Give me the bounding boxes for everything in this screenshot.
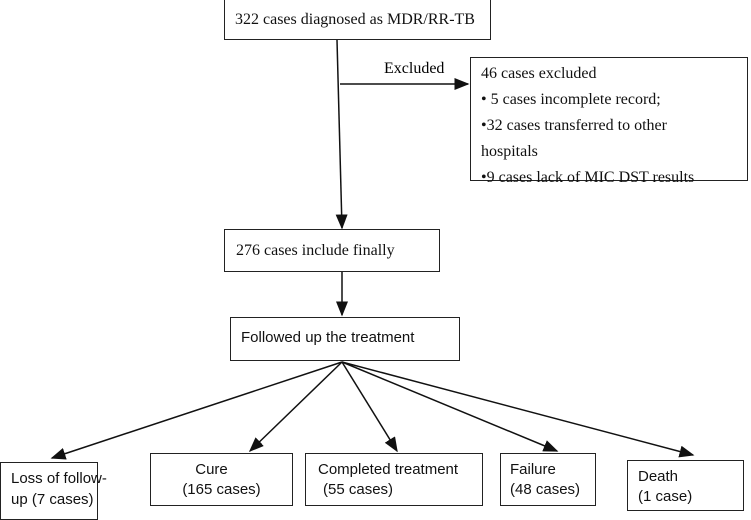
outcome-count: (1 case): [638, 488, 693, 505]
arrow-to-cure: [248, 361, 343, 453]
excluded-title: 46 cases excluded: [481, 65, 597, 82]
outcome-cure: Cure (165 cases): [150, 453, 293, 506]
excluded-label: Excluded: [384, 60, 445, 77]
arrow-to-loss: [50, 361, 343, 460]
excluded-item: •9 cases lack of MIC DST results: [481, 169, 695, 186]
included-box: 276 cases include finally: [224, 229, 440, 272]
outcome-count: (48 cases): [510, 481, 581, 498]
outcome-label: Loss of follow-: [11, 470, 107, 487]
excluded-item: hospitals: [481, 143, 538, 160]
outcome-count: (55 cases): [323, 481, 394, 498]
followed-box: Followed up the treatment: [230, 317, 460, 361]
outcome-death: Death (1 case): [627, 460, 744, 511]
outcome-failure: Failure (48 cases): [500, 453, 596, 506]
excluded-box: 46 cases excluded • 5 cases incomplete r…: [470, 57, 748, 186]
outcome-completed: Completed treatment (55 cases): [305, 453, 483, 506]
outcome-count: (165 cases): [182, 481, 261, 498]
outcome-label: Death: [638, 468, 679, 485]
arrow-to-completed: [341, 361, 398, 453]
excluded-item: • 5 cases incomplete record;: [481, 91, 661, 108]
arrow-to-included: [335, 39, 348, 230]
outcome-count: up (7 cases): [11, 491, 94, 508]
arrow-to-failure: [341, 361, 559, 452]
diagnosed-box: 322 cases diagnosed as MDR/RR-TB: [224, 0, 491, 40]
outcome-label: Failure: [510, 461, 556, 478]
outcome-loss: Loss of follow- up (7 cases): [0, 462, 107, 520]
excluded-item: •32 cases transferred to other: [481, 117, 667, 134]
outcome-label: Completed treatment: [318, 461, 459, 478]
arrow-to-death: [341, 361, 695, 458]
outcome-label: Cure: [195, 461, 228, 478]
